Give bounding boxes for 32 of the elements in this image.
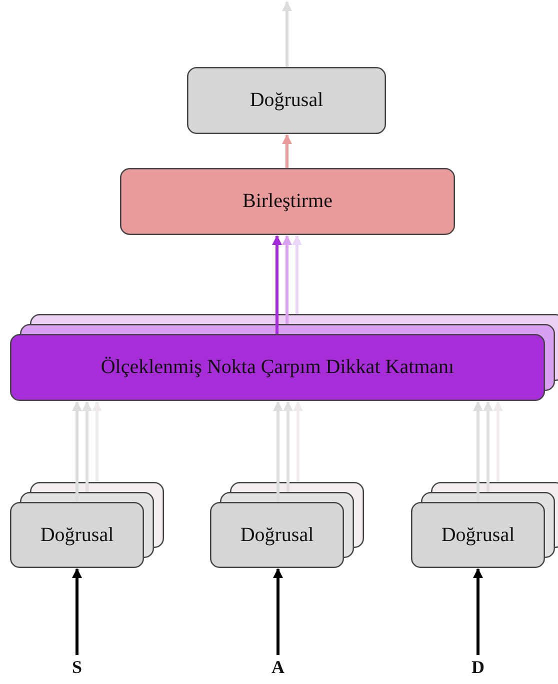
- arrow: [473, 568, 483, 655]
- arrow: [473, 401, 483, 502]
- arrow: [72, 401, 82, 502]
- layer-label: Doğrusal: [40, 524, 114, 546]
- arrow: [282, 134, 292, 168]
- input-label: S: [67, 656, 87, 678]
- layer-box: [187, 67, 386, 134]
- layer-label: Birleştirme: [242, 190, 332, 213]
- layer-label: Doğrusal: [250, 89, 324, 112]
- stacked-layer-box: [411, 482, 558, 568]
- arrow: [293, 401, 303, 482]
- arrow: [282, 1, 292, 67]
- stacked-layer-box: [210, 482, 364, 568]
- arrow: [273, 568, 283, 655]
- arrow: [493, 401, 503, 482]
- arrow: [292, 235, 302, 314]
- layer-label: Doğrusal: [240, 524, 314, 546]
- arrow: [272, 235, 282, 334]
- arrow: [283, 401, 293, 492]
- input-label: A: [268, 656, 288, 678]
- input-label: D: [468, 656, 488, 678]
- arrow: [72, 568, 82, 655]
- arrow: [282, 235, 292, 324]
- layer-box: [120, 168, 455, 235]
- arrow: [92, 401, 102, 482]
- arrow: [273, 401, 283, 502]
- layer-label: Ölçeklenmiş Nokta Çarpım Dikkat Katmanı: [100, 356, 454, 379]
- stacked-layer-box: [10, 314, 558, 401]
- arrow: [82, 401, 92, 492]
- arrow: [483, 401, 493, 492]
- stacked-layer-box: [10, 482, 164, 568]
- layer-label: Doğrusal: [441, 524, 515, 546]
